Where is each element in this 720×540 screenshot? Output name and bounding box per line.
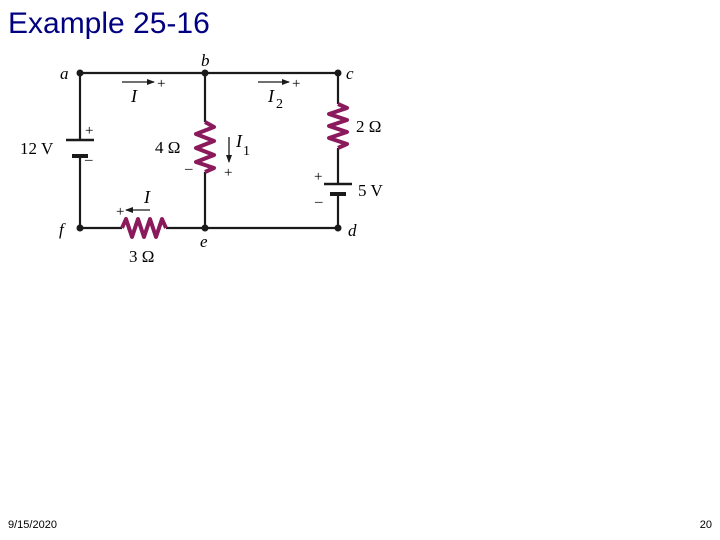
battery-12v-label: 12 V: [20, 139, 54, 158]
node-label-c: c: [346, 64, 354, 83]
battery-12v: [66, 138, 94, 158]
resistor-4-minus: –: [184, 161, 193, 177]
current-label-i2: I: [267, 86, 275, 106]
node-dot-f: [76, 224, 84, 232]
current-label-i2-subscript: 2: [276, 97, 283, 112]
wires: [78, 71, 340, 230]
resistor-2-ohm: [327, 102, 349, 150]
node-label-d: d: [348, 221, 357, 240]
battery-5v-label: 5 V: [358, 181, 383, 200]
node-label-a: a: [60, 64, 69, 83]
battery-5v: [324, 182, 352, 196]
resistor-3-plus: +: [116, 204, 124, 220]
resistor-2-label: 2 Ω: [356, 117, 381, 136]
resistor-3-label: 3 Ω: [129, 247, 154, 266]
current-label-i-bottom: I: [143, 187, 151, 207]
node-label-e: e: [200, 232, 208, 251]
sign-top-right-plus: +: [292, 76, 300, 92]
slide-title: Example 25-16: [8, 7, 210, 40]
resistor-3-ohm: [120, 217, 168, 239]
node-dot-c: [334, 69, 342, 77]
node-dot-a: [76, 69, 84, 77]
current-label-i1-subscript: 1: [243, 144, 250, 159]
current-label-i1: I: [235, 131, 243, 151]
resistor-4-ohm: [194, 120, 216, 174]
node-dot-b: [201, 69, 209, 77]
battery-12v-minus: –: [84, 152, 93, 168]
current-label-i-top: I: [130, 86, 138, 106]
node-label-b: b: [201, 51, 210, 70]
resistor-4-label: 4 Ω: [155, 138, 180, 157]
battery-12v-plus: +: [85, 123, 93, 139]
footer-date: 9/15/2020: [8, 519, 57, 531]
node-dots: [76, 69, 342, 232]
footer-page-number: 20: [699, 519, 712, 531]
node-dot-d: [334, 224, 342, 232]
battery-5v-minus: –: [314, 194, 323, 210]
node-label-f: f: [59, 220, 66, 239]
node-dot-e: [201, 224, 209, 232]
battery-5v-plus: +: [314, 169, 322, 185]
sign-top-left-plus: +: [157, 76, 165, 92]
resistor-4-plus: +: [224, 165, 232, 181]
